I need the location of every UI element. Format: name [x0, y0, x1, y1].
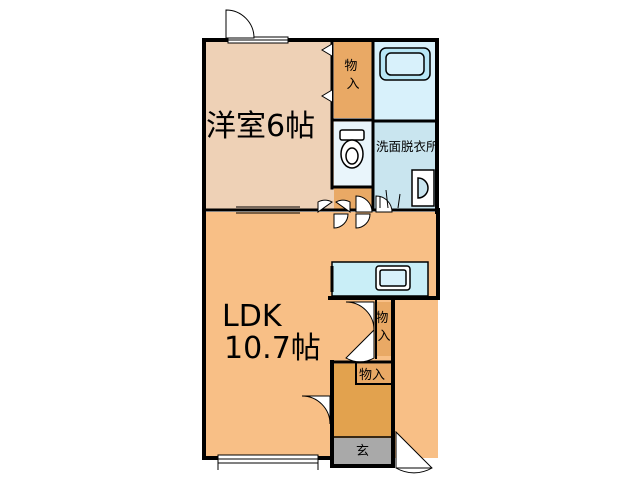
western-room-floor — [206, 42, 334, 210]
storage-middle-label-char-1: 物 — [375, 311, 388, 326]
kitchen-counter-icon — [330, 261, 429, 297]
window-top — [227, 36, 289, 44]
window-bottom — [217, 454, 319, 470]
washroom-label: 洗面脱衣所 — [376, 139, 439, 154]
storage-top-label: 物 入 — [344, 59, 361, 92]
washbasin-icon — [411, 169, 435, 207]
door-balcony[interactable] — [225, 9, 255, 39]
storage-entrance-label: 物入 — [359, 368, 385, 383]
door-entrance-hall[interactable] — [301, 395, 331, 425]
bathtub-icon — [379, 47, 431, 81]
washer-icon — [379, 189, 401, 209]
ldk-label-line2: 10.7帖 — [224, 331, 321, 366]
western-room-label: 洋室6帖 — [206, 109, 315, 144]
toilet-icon — [339, 129, 365, 169]
door-storage-top[interactable] — [321, 43, 333, 103]
sliding-door-ldk — [236, 206, 300, 214]
storage-entrance-floor — [356, 364, 394, 384]
door-hall[interactable] — [333, 213, 371, 229]
door-entrance[interactable] — [395, 430, 433, 474]
door-storage-middle[interactable] — [345, 301, 375, 363]
storage-top-label-char-1: 物 — [344, 59, 357, 74]
ldk-label-line1: LDK — [222, 299, 283, 334]
genkan-floor — [334, 438, 394, 466]
storage-middle-floor — [376, 302, 392, 356]
storage-middle-label: 物 入 — [375, 311, 392, 344]
storage-middle-label-char-2: 入 — [377, 329, 390, 344]
door-toilet[interactable] — [317, 199, 351, 213]
entrance-label: 玄 — [356, 444, 369, 459]
ldk-floor — [206, 212, 438, 458]
storage-top-floor — [334, 42, 372, 118]
storage-top-label-char-2: 入 — [346, 77, 359, 92]
